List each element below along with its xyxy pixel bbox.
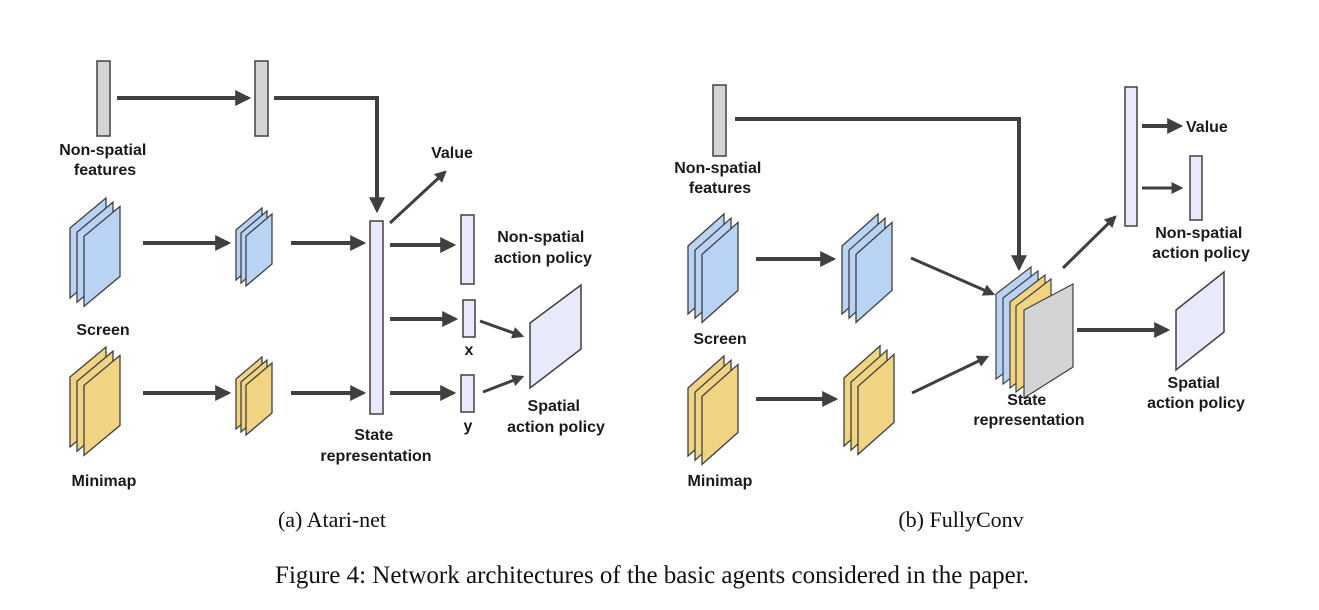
label-value-a: Value [431,145,473,162]
minimap-input-stack-b [687,354,739,466]
label-nonspatial-features-b: Non-spatial features [674,160,766,197]
spatial-policy-plane-a [529,283,582,390]
x-policy-bar [462,299,476,338]
label-value-b: Value [1186,119,1228,136]
spatial-policy-plane-b [1175,270,1225,372]
label-x: x [465,342,474,359]
screen-input-stack-b [687,212,739,324]
minimap-input-stack-a [69,345,121,457]
feature-map-layer [855,220,893,324]
label-y: y [464,418,473,435]
nonspatial-input-bar [96,60,111,137]
label-state-a: State representation [320,427,431,465]
minimap-conv-stack-a [235,355,273,437]
feature-map-layer [857,352,895,456]
label-screen-a: Screen [76,322,129,339]
panel-atari-net: Non-spatial features Screen Minimap Stat… [59,60,605,532]
screen-conv-stack-b [841,212,893,324]
caption-atari-net: (a) Atari-net [278,507,386,532]
label-spatial-policy-a: Spatial action policy [507,398,605,436]
arrow-x-to-spatial [479,319,525,339]
label-spatial-policy-b: Spatial action policy [1147,375,1245,412]
nonspatial-input-bar-b [712,84,727,157]
minimap-conv-stack-b [843,344,895,456]
feature-map-layer [701,362,739,466]
arrow-hidden-to-state [274,96,385,214]
feature-map-layer [83,354,121,457]
caption-fullyconv: (b) FullyConv [898,507,1023,532]
arrow-minimapconv-to-state-b [911,355,990,395]
arrow-state-to-value-a [388,170,447,225]
state-representation-stack-b [995,265,1074,400]
y-policy-bar [460,374,475,413]
label-minimap-b: Minimap [688,473,753,490]
label-minimap-a: Minimap [72,473,137,490]
feature-map-layer [701,220,739,324]
feature-map-layer [83,205,121,308]
arrow-state-to-fc-b [1061,215,1117,270]
nonspatial-policy-bar-a [460,214,475,285]
arrow-nonspatial-to-state-b [735,117,1027,272]
label-state-b: State representation [973,392,1084,429]
state-representation-bar-a [369,220,384,415]
arrow-y-to-spatial [482,374,525,394]
label-screen-b: Screen [693,331,746,348]
feature-map-layer [245,212,273,288]
screen-conv-stack-a [235,206,273,288]
label-nonspatial-policy-b: Non-spatial action policy [1152,225,1250,262]
nonspatial-hidden-bar [254,60,269,137]
label-nonspatial-features-a: Non-spatial features [59,142,151,179]
screen-input-stack-a [69,196,121,308]
feature-map-layer [245,361,273,437]
fc-bar-b [1124,86,1138,227]
nonspatial-policy-bar-b [1189,155,1203,221]
arrow-screenconv-to-state-b [910,256,996,296]
figure-caption: Figure 4: Network architectures of the b… [275,562,1029,589]
label-nonspatial-policy-a: Non-spatial action policy [494,229,592,267]
panel-fullyconv: Non-spatial features Screen Minimap Stat… [674,84,1250,532]
